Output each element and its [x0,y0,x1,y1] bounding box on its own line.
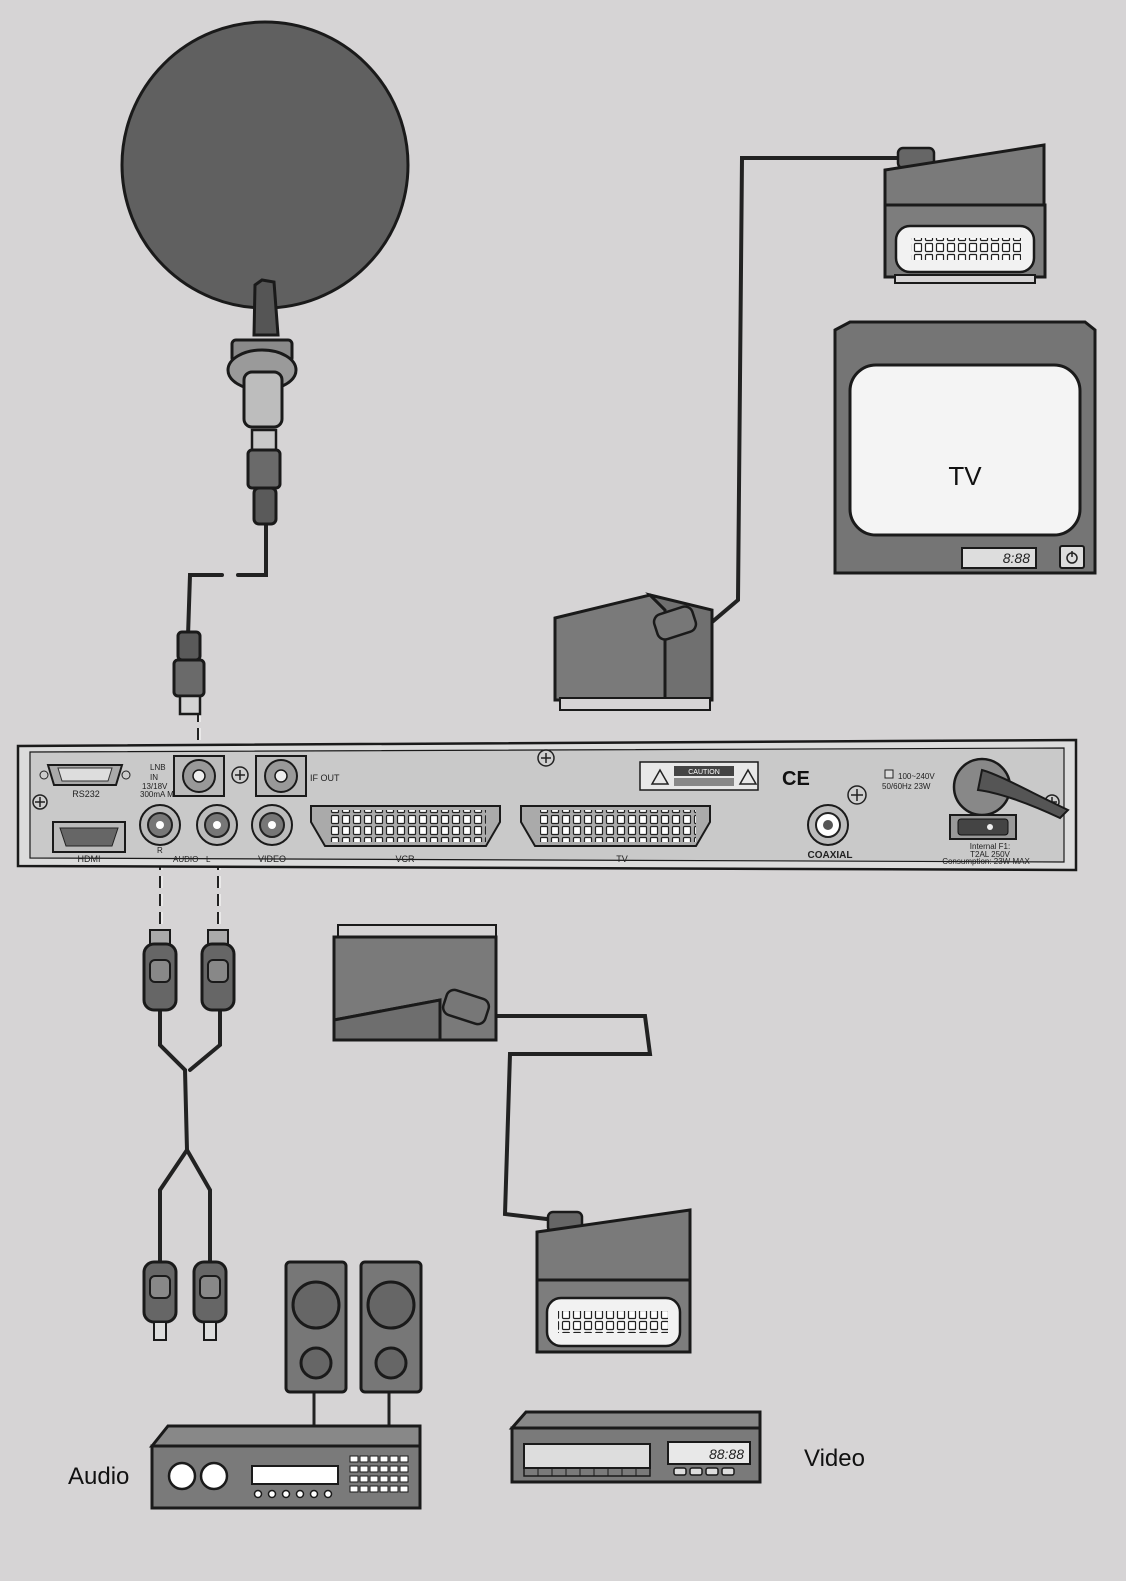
video-label: Video [804,1445,865,1472]
knob-icon [167,1461,197,1491]
screw-icon [32,794,48,810]
lnb-cable-upper [236,523,268,577]
vcr-display [667,1441,751,1465]
tv-clock: 8:88 [1003,550,1030,566]
amp-display [251,1465,339,1485]
video-label: VIDEO [258,854,286,864]
rs232-port [39,764,131,786]
vcr-scart-socket [310,805,501,847]
f-connector-dish [246,428,282,526]
tv-scart-plug-top [883,143,1047,284]
tv-socket-label: TV [616,854,628,864]
audio-label: Audio [68,1463,129,1490]
vcr-scart-plug-receiver [332,924,498,1042]
speaker-left [284,1260,348,1394]
tv-scart-socket [520,805,711,847]
vcr-scart-plug-bottom [535,1208,692,1354]
hdmi-label: HDMI [78,854,101,864]
power-switch [949,814,1017,840]
fuse-label-1: Internal F1: [970,842,1010,851]
audio-cable-l [188,1008,222,1072]
power-socket [952,757,1070,820]
lnb-in-port [173,755,225,797]
warning-icon [650,768,670,785]
tv-screen [848,363,1082,537]
speaker-right [359,1260,423,1394]
audio-l-label: L [206,855,211,864]
cassette-slot [523,1443,651,1469]
audio-label: AUDIO [173,855,198,864]
screw-icon [847,785,867,805]
audio-r-label: R [157,846,163,855]
power-label-1: 100~240V [898,772,935,781]
rca-plugs-top [142,929,236,1012]
screw-icon [231,766,249,784]
power-label-2: 50/60Hz 23W [882,782,931,791]
f-connector-receiver [172,630,206,716]
fuse-label-2: T2AL 250V [970,850,1010,859]
if-out-port [255,755,307,797]
lnb-label-2: IN [150,773,158,782]
screw-icon [537,749,555,767]
vcr-clock: 88:88 [709,1446,744,1462]
knob-icon [199,1461,229,1491]
audio-amplifier [148,1424,422,1510]
tv-label: TV [948,461,982,491]
lnb-cable-lower [186,573,224,638]
power-icon [1066,551,1078,564]
rs232-label: RS232 [72,789,100,799]
fuse-label-3: Consumption: 23W MAX [942,857,1030,866]
ce-mark: CE [782,768,810,790]
lnb-label-3: 13/18V [142,782,168,791]
lnb-label-1: LNB [150,763,166,772]
warning-icon [738,768,758,785]
video-jack [251,804,293,846]
lnb-icon [226,338,298,429]
coaxial-port [807,804,849,846]
caution-label: CAUTION [688,769,720,776]
rca-plugs-bottom [142,1260,228,1341]
audio-cable-r [158,1008,190,1272]
hdmi-port [52,821,126,853]
satellite-dish [120,20,410,526]
receiver-back-panel: RS232 HDMI LNB IN 13/18V 300mA Max IF OU… [16,738,1078,872]
dish-reflector [120,20,410,310]
tv-set: TV 8:88 [833,320,1097,575]
lnb-label-4: 300mA Max [140,790,182,799]
audio-r-jack [139,804,181,846]
vcr-scart-cable [488,1014,653,1222]
vcr-device: 88:88 [508,1410,762,1484]
coaxial-label: COAXIAL [808,850,853,861]
caution-plate [639,761,759,791]
tv-scart-plug-receiver [553,592,714,711]
vcr-label: VCR [395,854,415,864]
if-out-label: IF OUT [310,773,340,783]
audio-l-jack [196,804,238,846]
audio-cable-l2 [185,1148,212,1272]
